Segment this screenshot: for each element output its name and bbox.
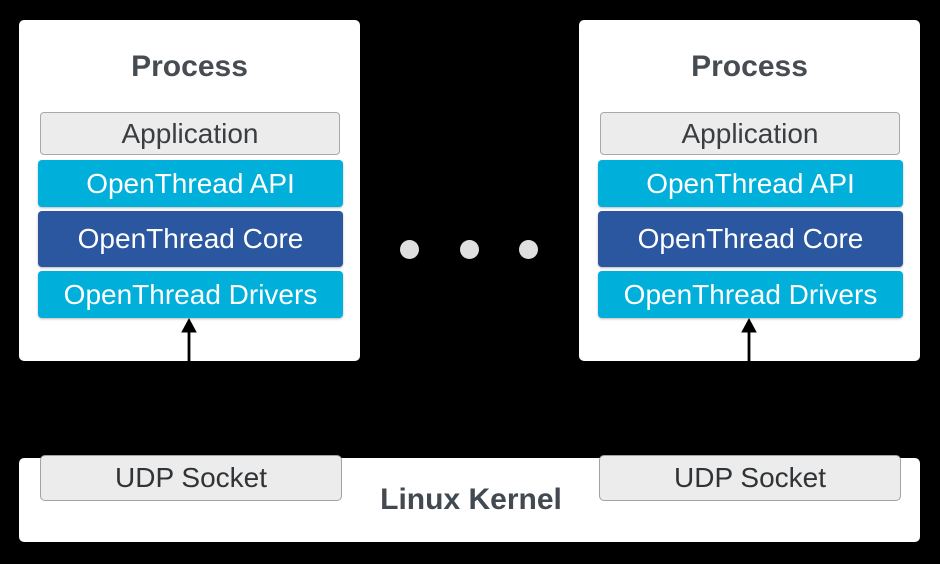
openthread-api-layer: OpenThread API xyxy=(598,160,903,207)
openthread-core-layer: OpenThread Core xyxy=(38,211,343,267)
up-arrow-icon xyxy=(741,318,757,361)
process-title: Process xyxy=(691,50,808,83)
ellipsis-dot xyxy=(460,240,479,259)
udp-socket-right: UDP Socket xyxy=(599,455,901,501)
up-arrow-icon xyxy=(181,318,197,361)
openthread-core-layer: OpenThread Core xyxy=(598,211,903,267)
ellipsis-dot xyxy=(519,240,538,259)
ellipsis-dot xyxy=(400,240,419,259)
process-box-left: Process Application OpenThread API OpenT… xyxy=(19,20,360,361)
application-layer: Application xyxy=(40,112,340,155)
openthread-drivers-layer: OpenThread Drivers xyxy=(38,271,343,318)
udp-socket-left: UDP Socket xyxy=(40,455,342,501)
openthread-api-layer: OpenThread API xyxy=(38,160,343,207)
linux-kernel-label: Linux Kernel xyxy=(380,483,562,516)
application-layer: Application xyxy=(600,112,900,155)
openthread-drivers-layer: OpenThread Drivers xyxy=(598,271,903,318)
process-title: Process xyxy=(131,50,248,83)
process-box-right: Process Application OpenThread API OpenT… xyxy=(579,20,920,361)
